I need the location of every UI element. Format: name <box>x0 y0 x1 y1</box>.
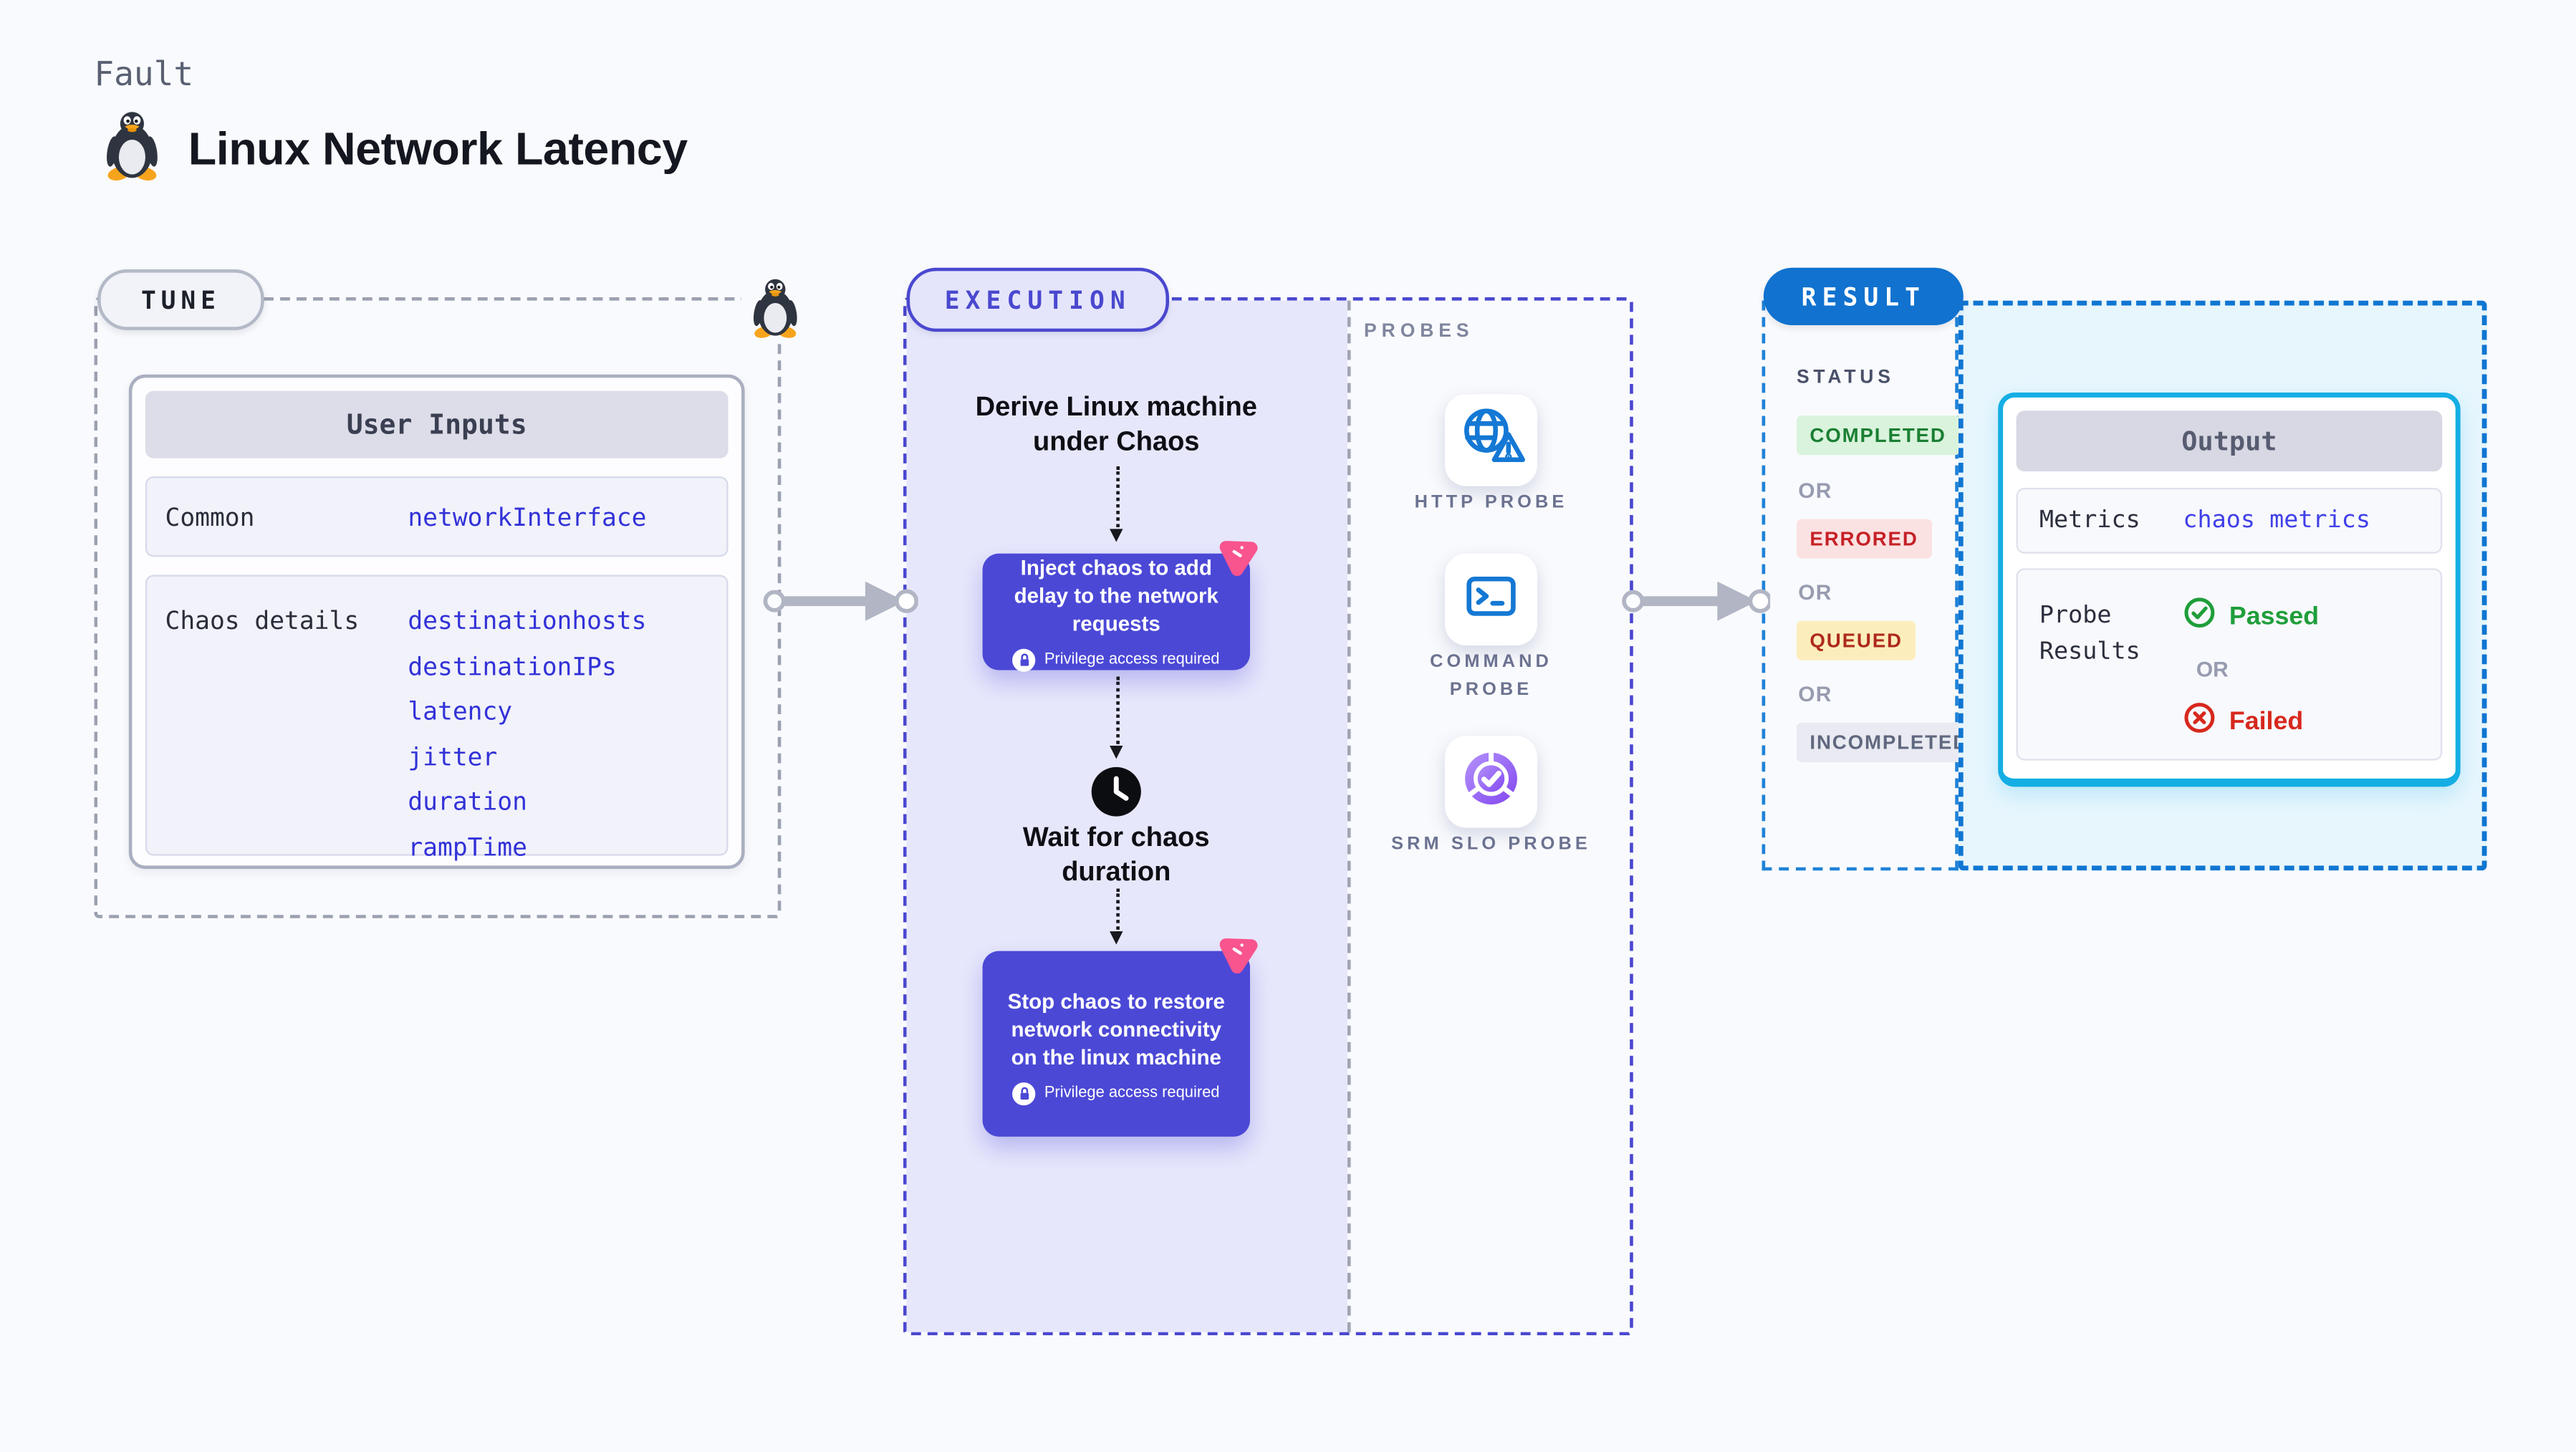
or-separator: OR <box>1798 681 1832 706</box>
flow-arrow-down-icon <box>1108 676 1126 759</box>
probe-label: HTTP PROBE <box>1414 492 1568 513</box>
result-badge: RESULT <box>1763 267 1964 326</box>
user-inputs-header: User Inputs <box>145 390 729 458</box>
input-value: jitter <box>408 741 498 771</box>
input-value: networkInterface <box>408 502 647 532</box>
privilege-note: Privilege access required <box>1013 648 1219 672</box>
probe-results-row: Probe Results Passed OR F <box>2016 568 2443 761</box>
inject-step-label: Inject chaos to add delay to the network… <box>1014 555 1219 636</box>
terminal-icon <box>1455 559 1527 640</box>
lock-icon <box>1013 648 1037 672</box>
srm-slo-probe-card <box>1444 736 1538 828</box>
status-badge-incompleted: INCOMPLETED <box>1796 722 1982 762</box>
table-row-chaos-details: Chaos details destinationhosts destinati… <box>145 574 729 862</box>
x-circle-icon <box>2183 701 2216 742</box>
http-probe-card <box>1444 394 1538 486</box>
or-separator: OR <box>2196 657 2229 682</box>
arrow-execution-to-result <box>1622 581 1771 621</box>
tune-badge: TUNE <box>97 269 264 330</box>
flow-arrow-down-icon <box>1108 466 1126 542</box>
slo-pie-check-icon <box>1455 741 1527 822</box>
output-header: Output <box>2016 410 2443 472</box>
globe-alert-icon <box>1455 400 1527 480</box>
page-title: Linux Network Latency <box>188 122 688 173</box>
title-row: Linux Network Latency <box>104 108 688 188</box>
tux-penguin-icon <box>104 108 160 188</box>
status-badge-errored: ERRORED <box>1796 519 1932 559</box>
execution-badge: EXECUTION <box>906 267 1170 332</box>
probes-section-label: PROBES <box>1364 322 1474 342</box>
input-value: duration <box>408 787 527 817</box>
row-label: Common <box>165 502 255 532</box>
status-badge-completed: COMPLETED <box>1796 415 1960 456</box>
privilege-note: Privilege access required <box>1013 1082 1219 1105</box>
clock-icon <box>1090 766 1143 818</box>
wait-step-label: Wait for chaos duration <box>1022 822 1210 887</box>
arrow-tune-to-execution <box>763 581 918 621</box>
row-label: Chaos details <box>165 606 360 636</box>
status-heading: STATUS <box>1796 367 1895 388</box>
passed-result: Passed <box>2183 596 2319 637</box>
chaos-fault-icon <box>1213 928 1263 978</box>
probe-label: SRM SLO PROBE <box>1391 834 1591 855</box>
probe-label: COMMAND PROBE <box>1430 652 1552 700</box>
stop-step-label: Stop chaos to restore network connectivi… <box>1007 989 1225 1069</box>
command-probe-card <box>1444 553 1538 646</box>
or-separator: OR <box>1798 478 1832 503</box>
failed-result: Failed <box>2183 701 2303 742</box>
stop-chaos-node: Stop chaos to restore network connectivi… <box>982 951 1250 1137</box>
fault-eyebrow: Fault <box>94 54 194 94</box>
user-inputs-card: User Inputs Common networkInterface Chao… <box>128 374 745 869</box>
execution-group-box <box>903 297 1633 1336</box>
chaos-detail-values: destinationhosts destinationIPs latency … <box>408 600 646 870</box>
table-row-common: Common networkInterface <box>145 476 729 557</box>
output-card: Output Metrics chaos metrics Probe Resul… <box>1998 393 2461 787</box>
check-circle-icon <box>2183 596 2216 637</box>
or-separator: OR <box>1798 580 1832 605</box>
input-value: destinationhosts <box>408 606 647 636</box>
flow-arrow-down-icon <box>1108 888 1126 945</box>
lock-icon <box>1013 1082 1037 1105</box>
metrics-row: Metrics chaos metrics <box>2016 488 2443 554</box>
execution-flow-panel <box>906 300 1347 1332</box>
derive-step-label: Derive Linux machine under Chaos <box>975 393 1257 456</box>
inject-chaos-node: Inject chaos to add delay to the network… <box>982 553 1250 672</box>
chaos-fault-icon <box>1213 531 1263 580</box>
status-badge-queued: QUEUED <box>1796 620 1916 660</box>
input-value: rampTime <box>408 832 527 862</box>
probe-results-label: Probe Results <box>2039 602 2140 665</box>
execution-probes-divider <box>1347 300 1351 1332</box>
input-value: latency <box>408 696 513 726</box>
metrics-value: chaos metrics <box>2183 507 2371 534</box>
metrics-label: Metrics <box>2039 507 2140 534</box>
input-value: destinationIPs <box>408 651 617 681</box>
tux-penguin-icon-small <box>741 271 808 344</box>
